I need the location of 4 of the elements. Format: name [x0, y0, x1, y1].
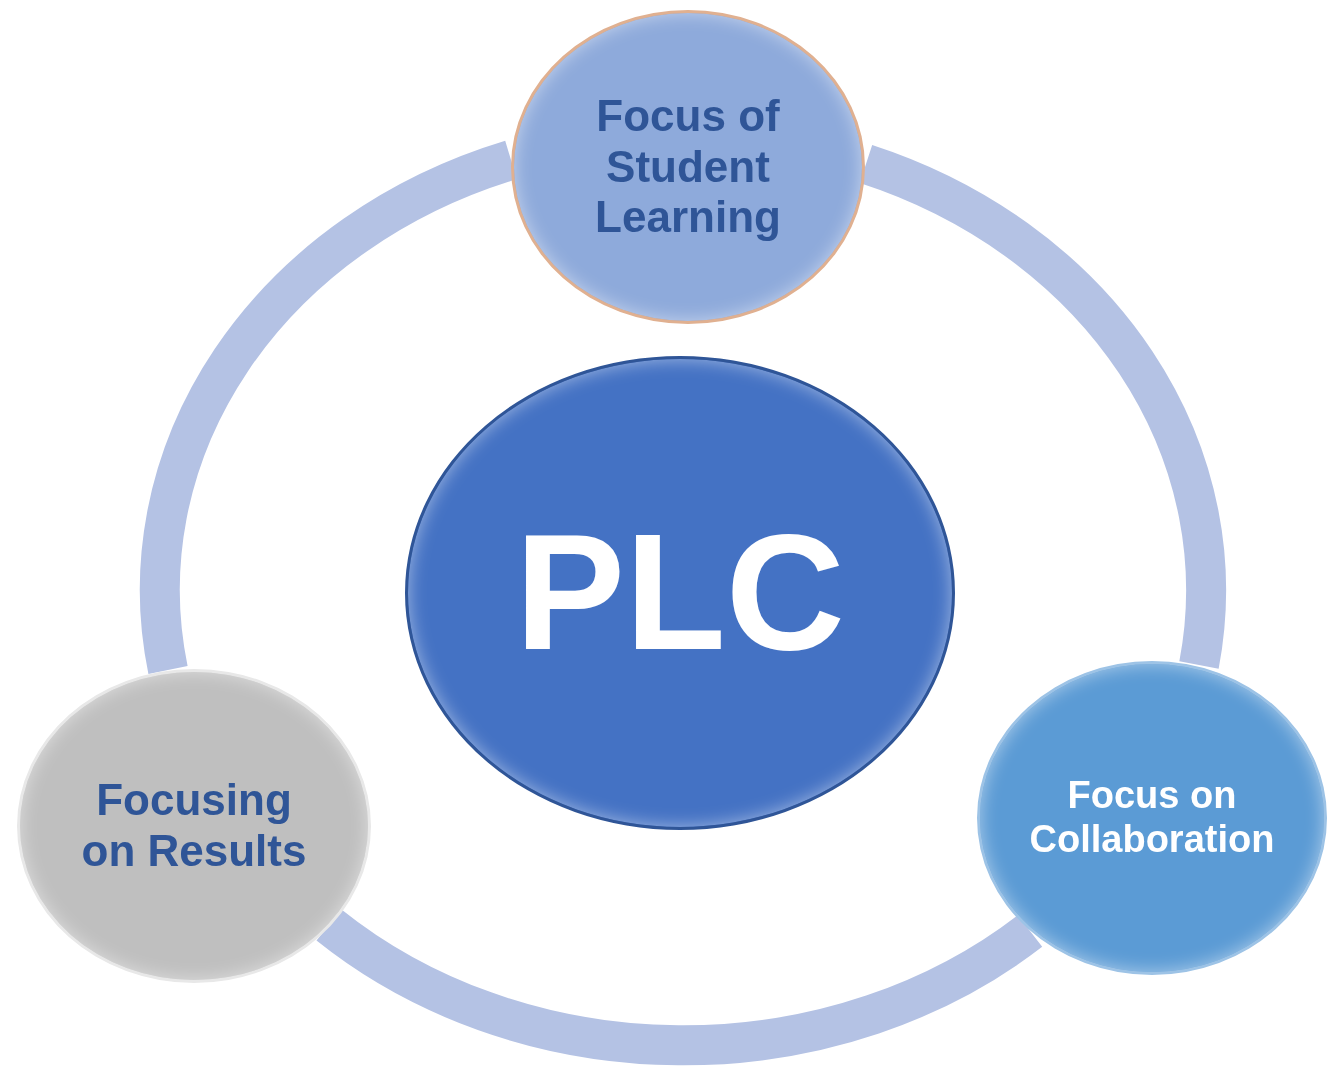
node-label: Focusing on Results — [80, 775, 308, 877]
node-label: Focus of Student Learning — [594, 91, 782, 243]
node-label: PLC — [515, 499, 845, 687]
node-label: Focus on Collaboration — [1028, 774, 1276, 862]
